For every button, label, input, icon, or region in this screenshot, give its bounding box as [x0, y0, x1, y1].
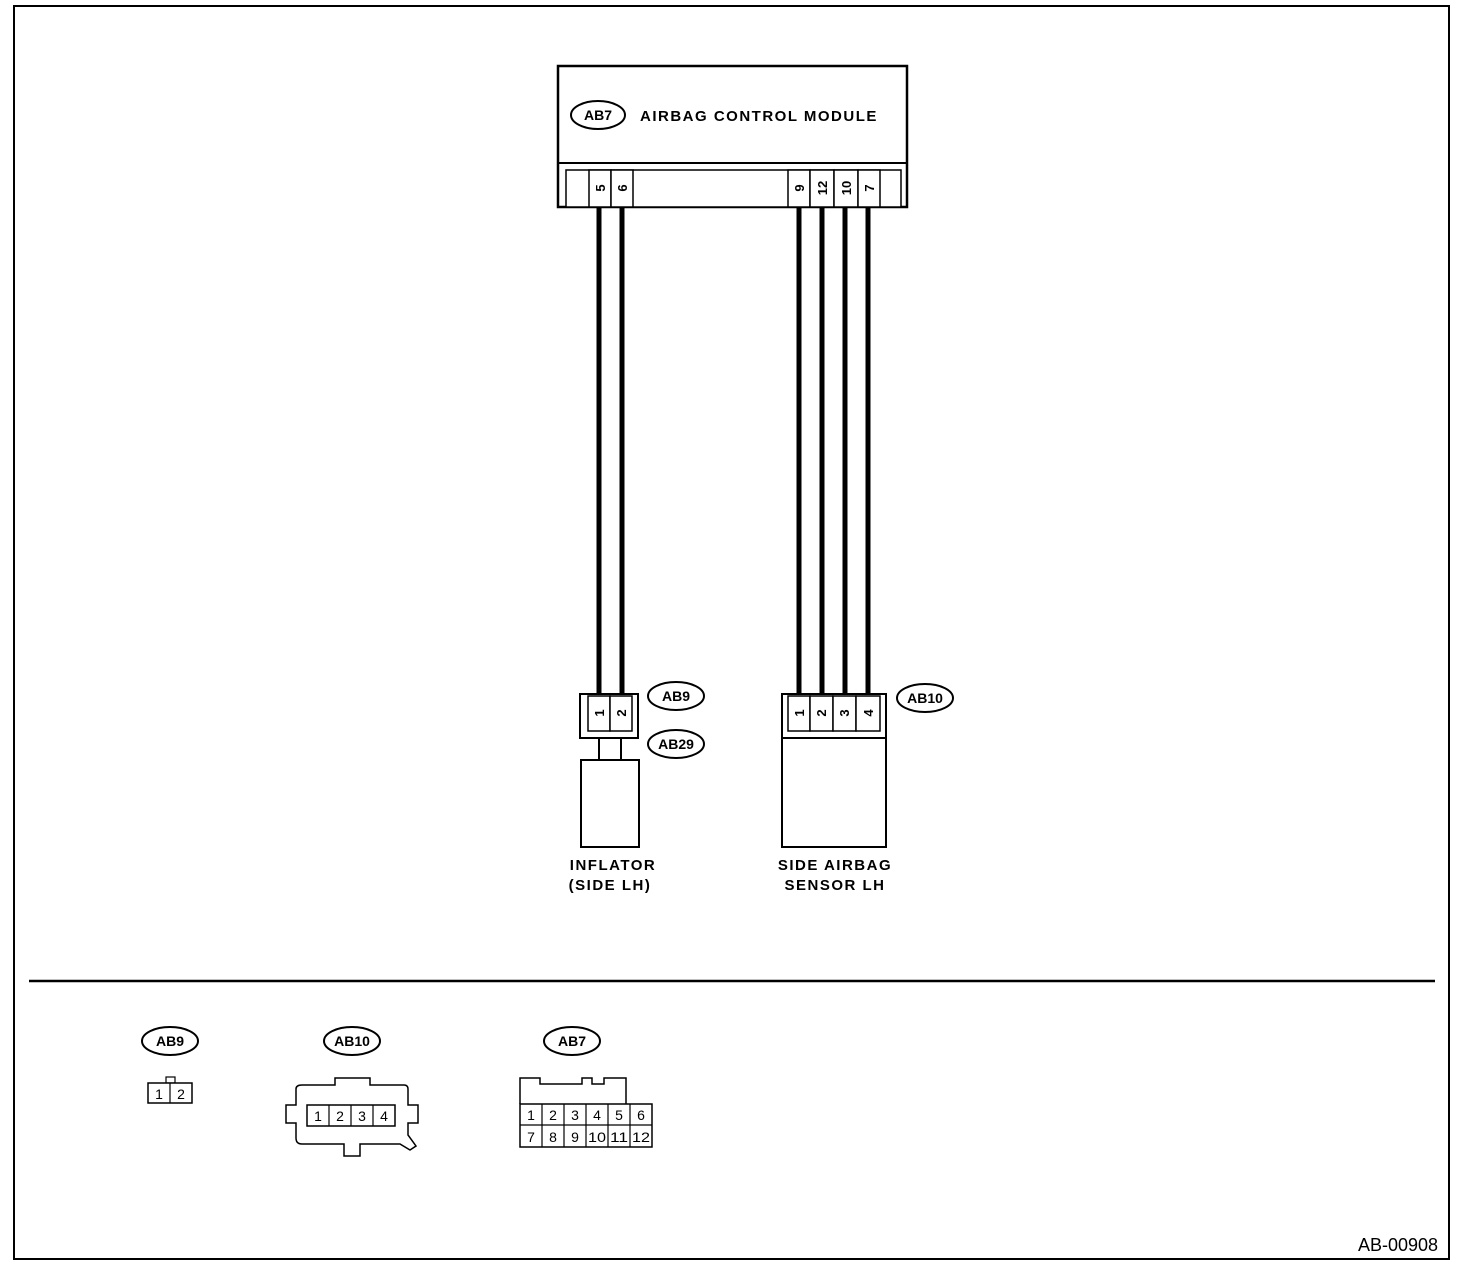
view-ab7-pin-12: 12 [632, 1129, 650, 1145]
ab10-pin-3: 3 [837, 709, 852, 716]
airbag-control-module: AB7 AIRBAG CONTROL MODULE 5 6 9 12 10 7 [556, 64, 909, 209]
view-ab7-pin-2: 2 [549, 1107, 557, 1123]
view-ab10-badge [323, 1026, 381, 1056]
view-ab9-pin-2: 2 [177, 1086, 185, 1102]
inflator-side-lh: 1 2 AB9 AB29 INFLATOR (SIDE LH) [569, 681, 705, 894]
ab10-pin-2: 2 [814, 709, 829, 716]
view-ab9-badge [141, 1026, 199, 1056]
module-pin-10: 10 [839, 181, 854, 195]
module-title: AIRBAG CONTROL MODULE [640, 108, 878, 125]
view-ab10-badge-text: AB10 [334, 1033, 370, 1049]
wire-harness [596, 207, 871, 696]
ab29-badge-text: AB29 [658, 736, 694, 752]
view-ab7-pin-3: 3 [571, 1107, 579, 1123]
sensor-label-line1: SIDE AIRBAG [778, 857, 892, 874]
view-ab7-pin-8: 8 [549, 1129, 557, 1145]
view-ab7-pin-11: 11 [610, 1129, 628, 1145]
ab10-badge-text: AB10 [907, 690, 943, 706]
figure-id: AB-00908 [1358, 1235, 1438, 1255]
side-airbag-sensor-lh: 1 2 3 4 AB10 SIDE AIRBAG SENSOR LH [778, 683, 954, 894]
ab10-pin-1: 1 [792, 709, 807, 716]
ab7-badge-text: AB7 [584, 107, 612, 123]
inflator-label-line1: INFLATOR [570, 857, 656, 874]
module-pin-6: 6 [615, 184, 630, 191]
view-ab10-pin-1: 1 [314, 1108, 322, 1124]
ab10-badge [896, 683, 954, 713]
view-ab7-pin-10: 10 [588, 1129, 606, 1145]
ab29-badge [647, 729, 705, 759]
view-ab7-pin-6: 6 [637, 1107, 645, 1123]
module-pin-12: 12 [815, 181, 830, 195]
module-pin-7: 7 [862, 184, 877, 191]
module-pin-5: 5 [593, 184, 608, 191]
view-ab10-pin-4: 4 [380, 1108, 388, 1124]
ab9-pin-2: 2 [614, 709, 629, 716]
inflator-label-line2: (SIDE LH) [569, 877, 652, 894]
outer-frame [13, 5, 1450, 1260]
connector-view-ab10: AB10 1 2 3 4 [285, 1026, 419, 1157]
view-ab7-pin-7: 7 [527, 1129, 535, 1145]
view-ab7-pin-1: 1 [527, 1107, 535, 1123]
inflator-body [580, 759, 640, 848]
view-ab7-pin-4: 4 [593, 1107, 601, 1123]
ab10-pin-4: 4 [861, 709, 876, 717]
module-pin-9: 9 [792, 184, 807, 191]
view-ab7-pin-9: 9 [571, 1129, 579, 1145]
connector-view-ab9: AB9 1 2 [141, 1026, 199, 1104]
view-ab7-badge [543, 1026, 601, 1056]
connector-view-ab7: AB7 1 2 3 4 5 6 7 8 9 10 11 12 [519, 1026, 653, 1148]
ab9-badge [647, 681, 705, 711]
view-ab7-pin-5: 5 [615, 1107, 623, 1123]
view-ab9-badge-text: AB9 [156, 1033, 184, 1049]
view-ab10-pin-3: 3 [358, 1108, 366, 1124]
view-ab7-badge-text: AB7 [558, 1033, 586, 1049]
sensor-label-line2: SENSOR LH [784, 877, 885, 894]
view-ab10-pin-2: 2 [336, 1108, 344, 1124]
ab7-badge [570, 100, 626, 130]
ab9-badge-text: AB9 [662, 688, 690, 704]
view-ab7-housing [519, 1077, 627, 1104]
view-ab9-pin-1: 1 [155, 1086, 163, 1102]
ab9-pin-1: 1 [592, 709, 607, 716]
